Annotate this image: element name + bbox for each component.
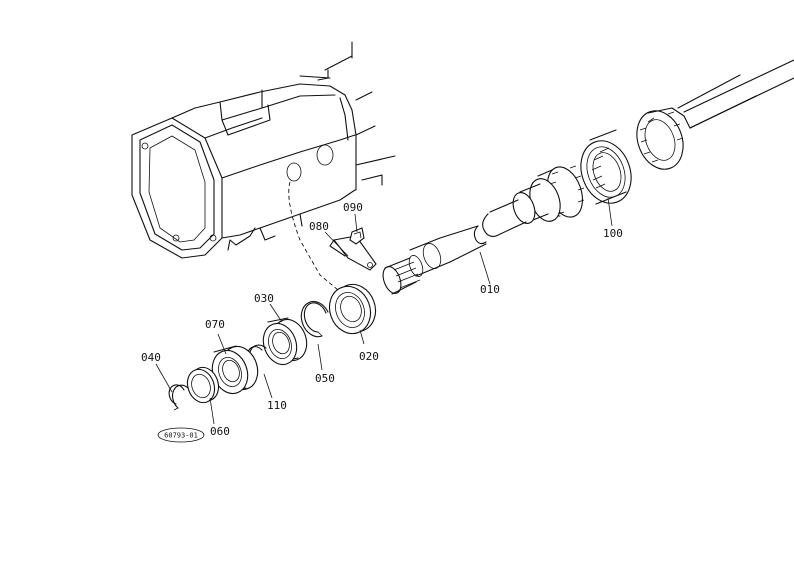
drawing-code: 60793-01 bbox=[164, 432, 198, 440]
callout-030: 030 bbox=[254, 292, 274, 305]
leader-lines bbox=[155, 197, 613, 425]
transmission-housing bbox=[131, 41, 396, 259]
ring-060 bbox=[186, 366, 220, 404]
bolt-090 bbox=[349, 227, 365, 245]
oil-seal-020 bbox=[328, 283, 377, 335]
callout-010: 010 bbox=[480, 283, 500, 296]
needle-bearing-100 bbox=[580, 129, 632, 205]
collar-070 bbox=[211, 345, 259, 395]
needle-bearing-cage bbox=[636, 107, 691, 170]
drawing-code-badge: 60793-01 bbox=[157, 427, 205, 443]
callout-100: 100 bbox=[603, 227, 623, 240]
ball-bearing-030 bbox=[262, 317, 308, 366]
callout-060: 060 bbox=[210, 425, 230, 438]
input-shaft-010 bbox=[382, 165, 585, 295]
snap-ring-050 bbox=[300, 300, 329, 338]
callout-050: 050 bbox=[315, 372, 335, 385]
callout-110: 110 bbox=[267, 399, 287, 412]
callout-070: 070 bbox=[205, 318, 225, 331]
rear-shaft bbox=[677, 59, 794, 129]
lock-plate-080 bbox=[329, 235, 377, 271]
callout-040: 040 bbox=[141, 351, 161, 364]
callout-080: 080 bbox=[309, 220, 329, 233]
callout-020: 020 bbox=[359, 350, 379, 363]
assembly-guide-line bbox=[288, 181, 339, 291]
callout-090: 090 bbox=[343, 201, 363, 214]
snap-ring-040 bbox=[168, 384, 189, 411]
